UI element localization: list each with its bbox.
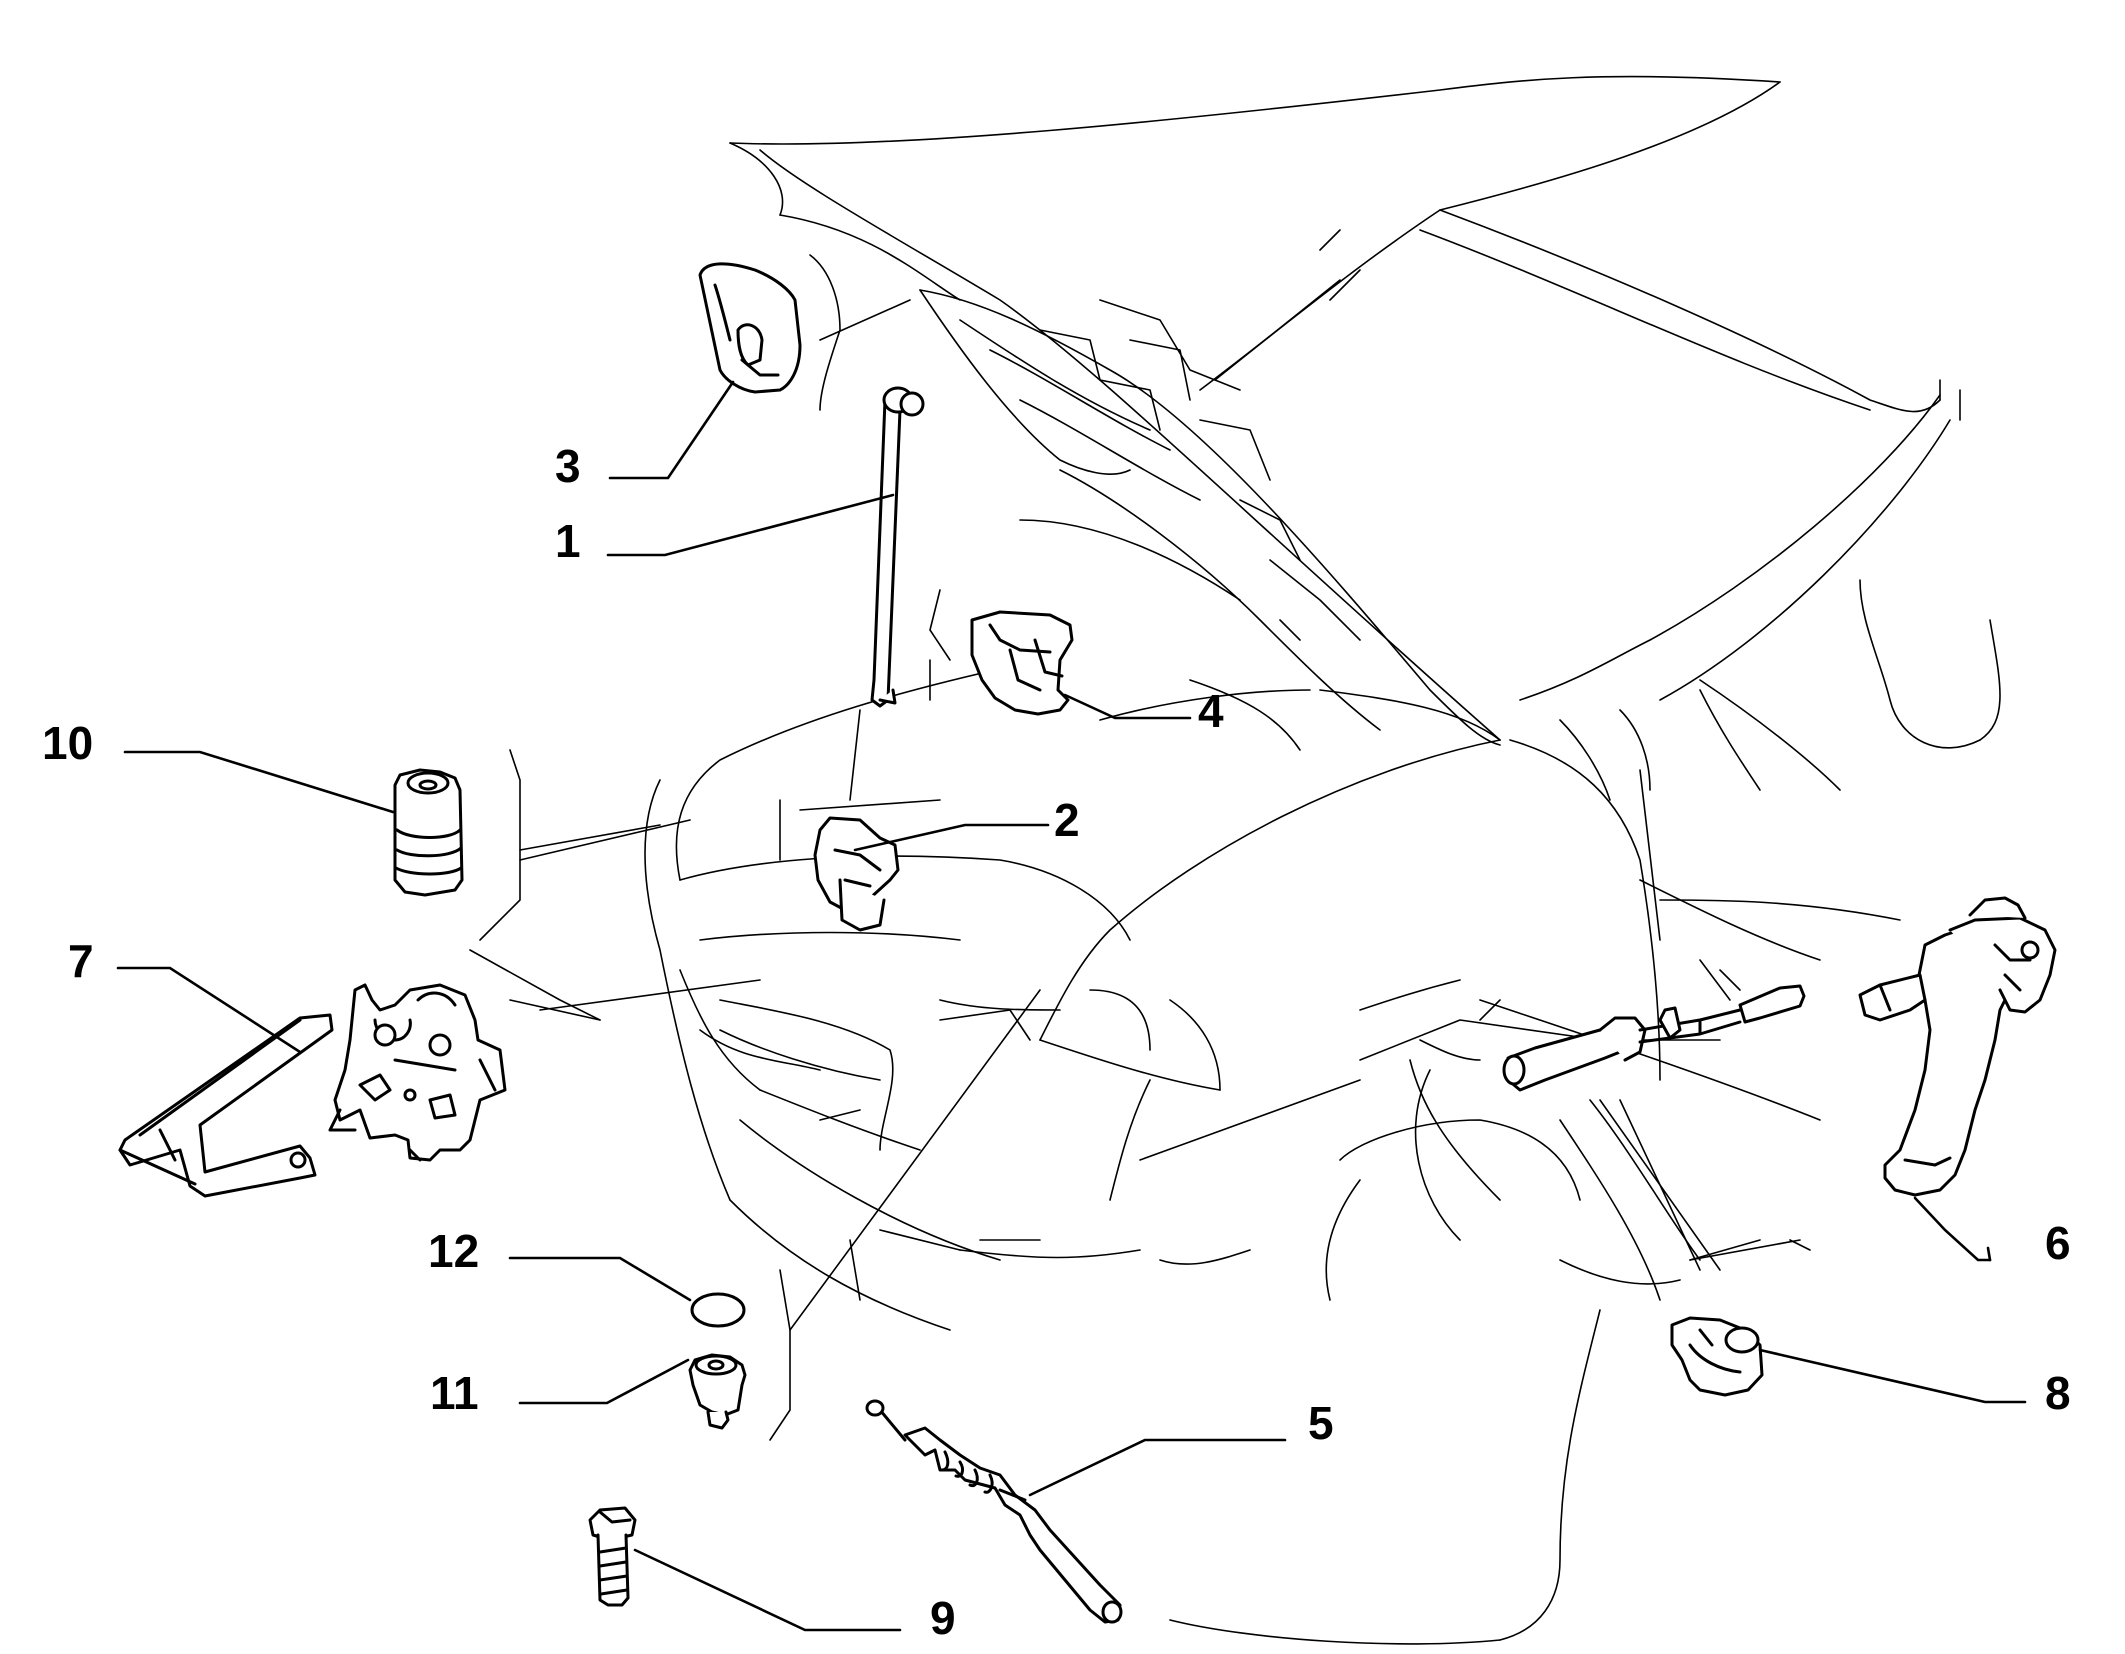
- callout-6: 6: [2045, 1217, 2071, 1269]
- callout-leaders: [116, 380, 2027, 1632]
- callout-12: 12: [428, 1225, 480, 1277]
- bolt-icon: [588, 1506, 637, 1607]
- hood-support-pad-icon: [698, 262, 802, 394]
- car-body-outline: [469, 75, 2001, 1645]
- buffer-icon: [688, 1353, 747, 1430]
- callout-11: 11: [430, 1367, 479, 1419]
- hood-latch-icon: [118, 983, 507, 1198]
- cable-clip-icon: [1670, 1316, 1764, 1397]
- callout-3: 3: [555, 440, 581, 492]
- release-handle-icon: [1858, 896, 2057, 1197]
- prop-rod-icon: [870, 386, 925, 708]
- callout-4: 4: [1198, 685, 1224, 737]
- release-cable-icon: [865, 984, 1806, 1624]
- callout-7: 7: [68, 935, 94, 987]
- striker-clip-icon: [813, 816, 900, 932]
- bump-stop-icon: [393, 768, 464, 897]
- callout-2: 2: [1054, 794, 1080, 846]
- callout-1: 1: [555, 515, 581, 567]
- callout-8: 8: [2045, 1367, 2071, 1419]
- hinge-bracket-icon: [970, 610, 1074, 716]
- callout-5: 5: [1308, 1397, 1334, 1449]
- sealing-ring-icon: [690, 1292, 746, 1328]
- callout-9: 9: [930, 1592, 956, 1644]
- callout-10: 10: [42, 717, 94, 769]
- body-detail-marks: [1279, 619, 1651, 801]
